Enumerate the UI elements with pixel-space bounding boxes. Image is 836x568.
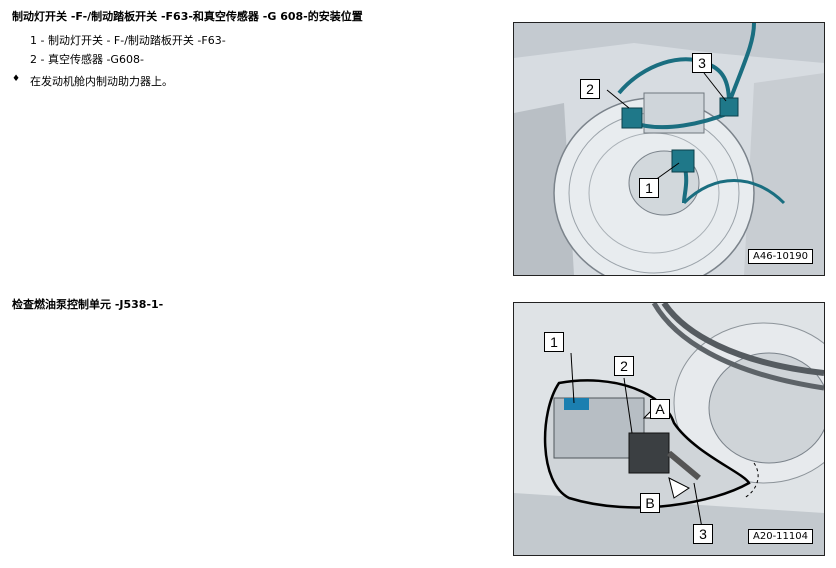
callout-label: B: [640, 493, 660, 513]
figure-code: A46-10190: [748, 249, 813, 264]
figure-code: A20-11104: [748, 529, 813, 544]
item-text: 真空传感器 -G608-: [47, 53, 144, 66]
item-number: 2 -: [30, 53, 45, 66]
section1-title: 制动灯开关 -F-/制动踏板开关 -F63-和真空传感器 -G 608-的安装位…: [12, 10, 363, 23]
callout-label: A: [650, 399, 670, 419]
list-item: 1 - 制动灯开关 - F-/制动踏板开关 -F63-: [30, 32, 226, 48]
brake-booster-figure: 1 2 3 A46-10190: [513, 22, 825, 276]
callout-label: 1: [639, 178, 659, 198]
list-item: 2 - 真空传感器 -G608-: [30, 51, 144, 67]
fuel-pump-illustration: [514, 303, 824, 555]
item-number: 1 -: [30, 34, 45, 47]
brake-booster-illustration: [514, 23, 824, 275]
section2-title: 检查燃油泵控制单元 -J538-1-: [12, 298, 164, 311]
callout-label: 2: [614, 356, 634, 376]
callout-label: 3: [693, 524, 713, 544]
note-text: 在发动机舱内制动助力器上。: [30, 75, 173, 88]
callout-label: 2: [580, 79, 600, 99]
callout-label: 1: [544, 332, 564, 352]
item-text: 制动灯开关 - F-/制动踏板开关 -F63-: [47, 34, 226, 47]
bullet-icon: ♦: [12, 74, 21, 84]
fuel-pump-control-unit-figure: 1 2 A B 3 A20-11104: [513, 302, 825, 556]
callout-label: 3: [692, 53, 712, 73]
